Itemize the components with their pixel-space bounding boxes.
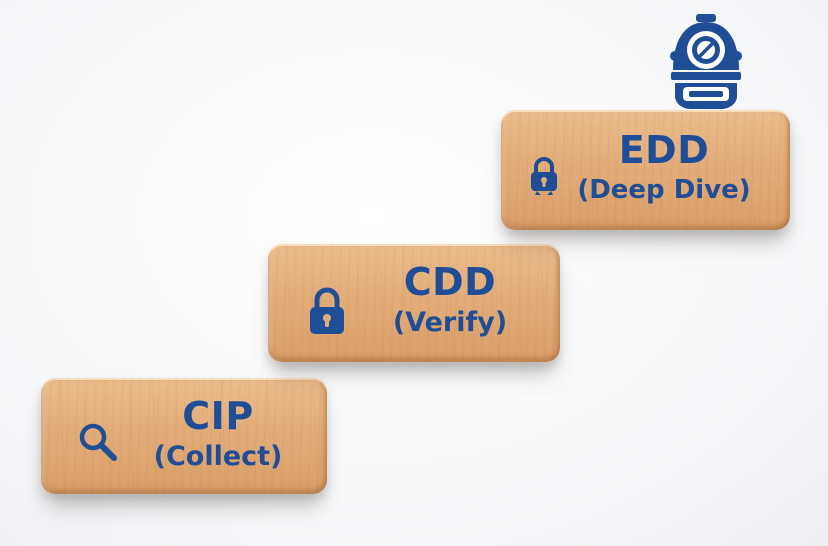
step-title: CIP [182, 394, 254, 438]
step-title: EDD [618, 128, 710, 172]
step-block-edd: EDD (Deep Dive) [501, 110, 790, 230]
diving-helmet-icon [665, 12, 747, 116]
step-label-edd: EDD (Deep Dive) [569, 128, 759, 205]
step-label-cip: CIP (Collect) [133, 394, 303, 472]
step-block-cip: CIP (Collect) [41, 378, 327, 494]
step-title: CDD [403, 260, 497, 304]
step-label-cdd: CDD (Verify) [364, 260, 536, 338]
step-subtitle: (Collect) [153, 440, 283, 472]
padlock-small-icon [529, 156, 559, 196]
step-subtitle: (Verify) [392, 306, 508, 338]
step-block-cdd: CDD (Verify) [268, 244, 560, 362]
step-subtitle: (Deep Dive) [577, 174, 751, 205]
magnifier-icon [77, 421, 119, 463]
padlock-icon [308, 286, 346, 336]
